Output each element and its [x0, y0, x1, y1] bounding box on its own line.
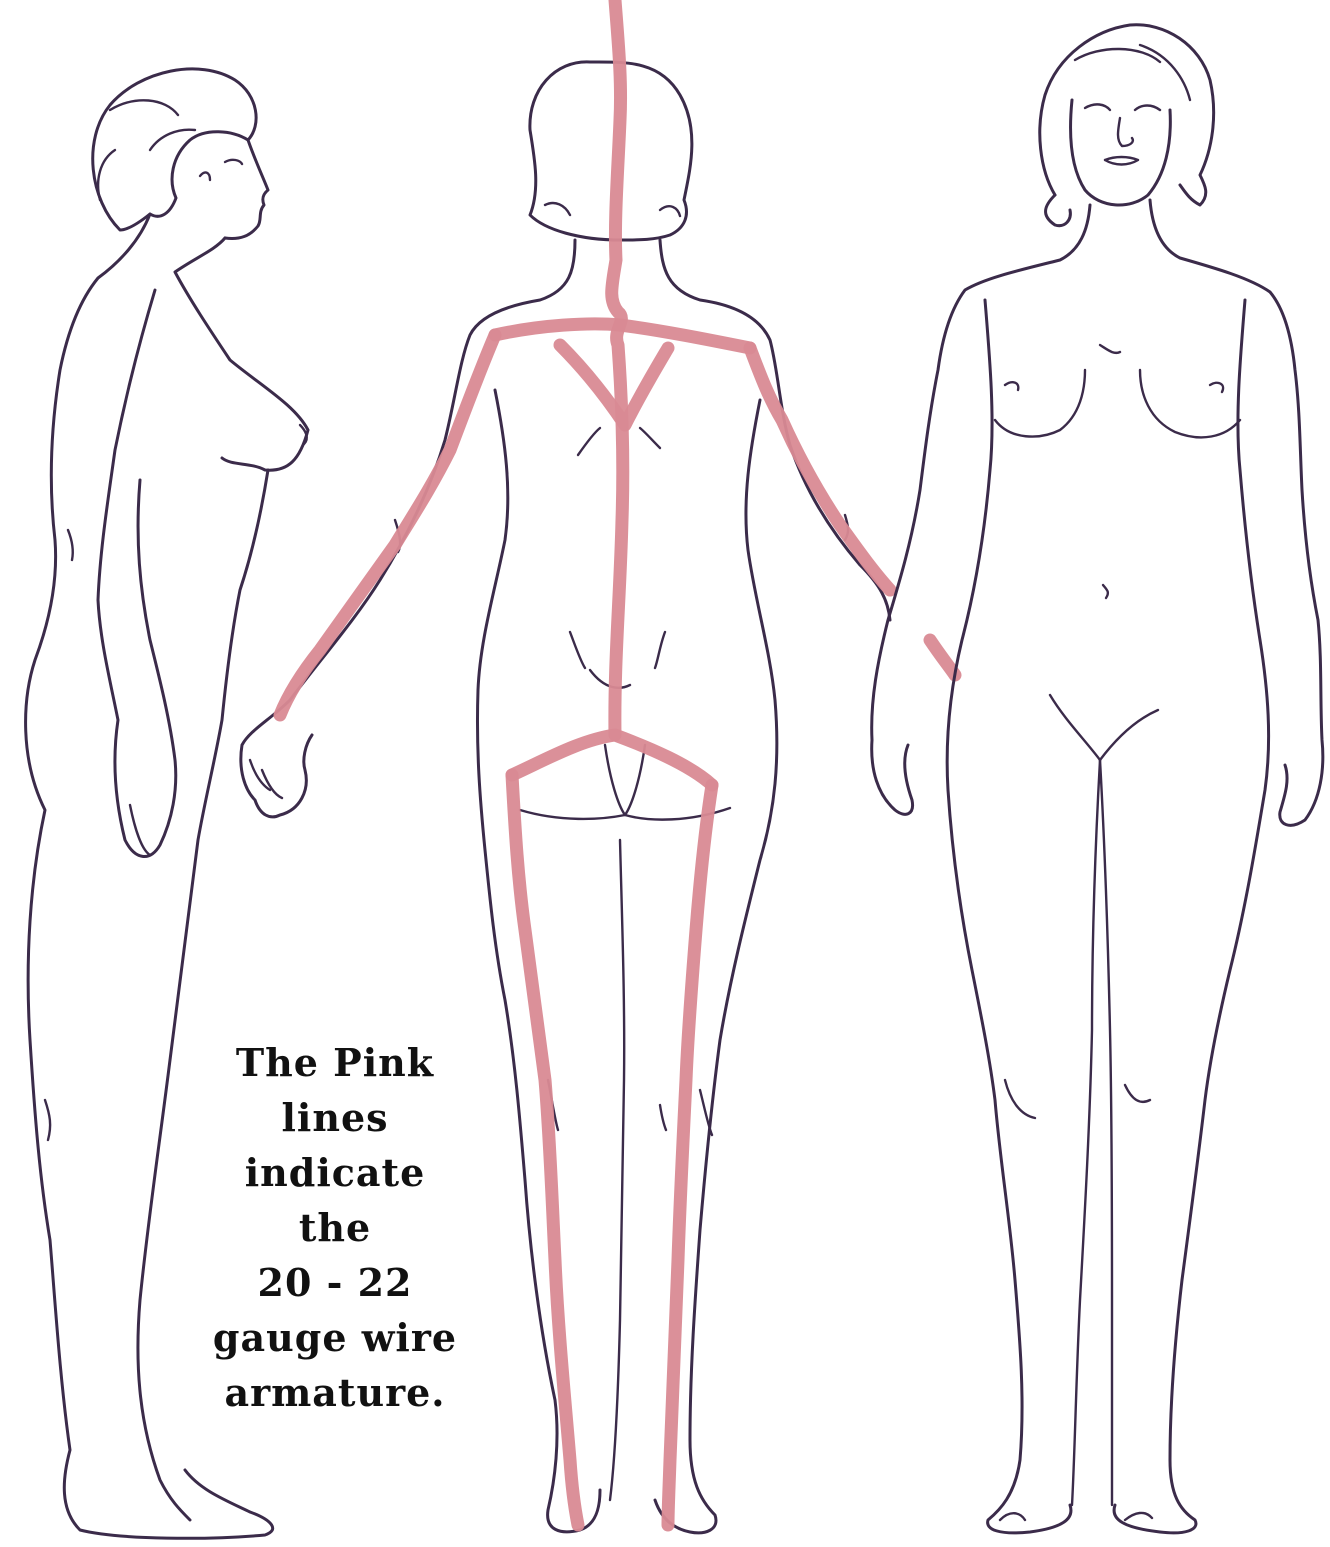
side-face	[225, 140, 268, 239]
caption-line: 20 - 22	[175, 1255, 495, 1310]
caption-line: lines	[175, 1090, 495, 1145]
caption-line: gauge wire	[175, 1310, 495, 1365]
caption-line: the	[175, 1200, 495, 1255]
front-view-figure	[872, 25, 1323, 1533]
front-hair	[1040, 25, 1214, 205]
caption-text-block: The Pink lines indicate the 20 - 22 gaug…	[175, 1035, 495, 1420]
caption-line: indicate	[175, 1145, 495, 1200]
armature-right-arm	[750, 348, 890, 590]
armature-left-arm	[280, 335, 495, 715]
side-hair	[93, 69, 256, 230]
armature-spine	[612, 0, 623, 735]
front-face	[1071, 100, 1171, 205]
caption-line: The Pink	[175, 1035, 495, 1090]
caption-line: armature.	[175, 1365, 495, 1420]
